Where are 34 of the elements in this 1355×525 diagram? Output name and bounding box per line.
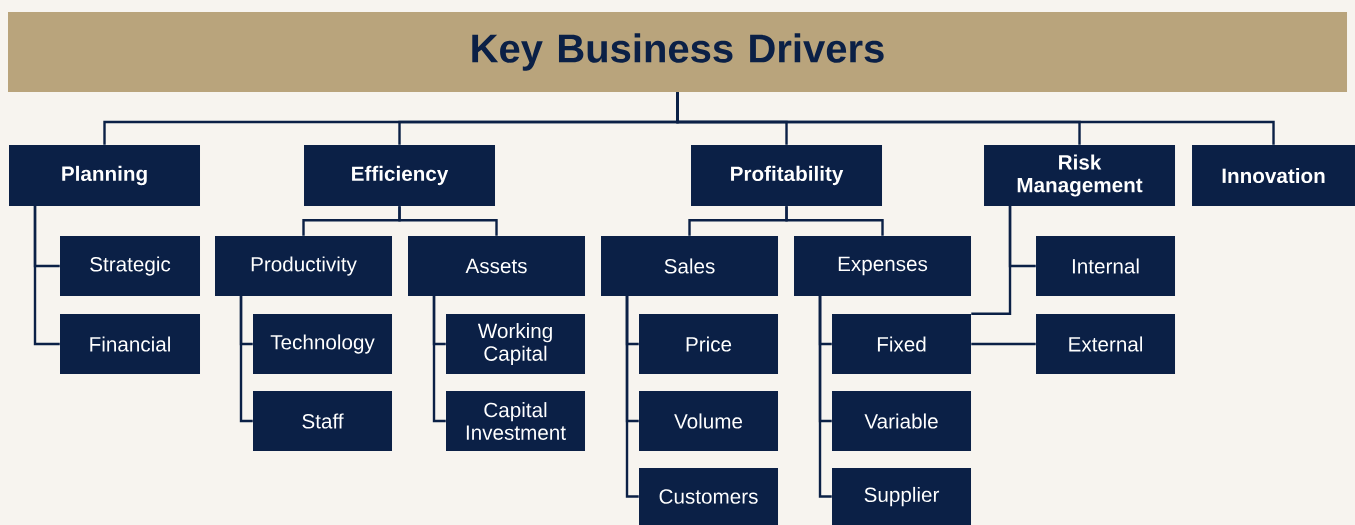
connector: [676, 92, 1275, 145]
title-banner: Key Business Drivers: [8, 12, 1347, 92]
connector: [432, 296, 446, 423]
driver-box: Productivity: [215, 236, 392, 296]
driver-box: Technology: [253, 314, 392, 374]
driver-box: Customers: [639, 468, 778, 525]
connector: [625, 296, 639, 498]
category-box: Planning: [9, 145, 200, 206]
driver-box: Internal: [1036, 236, 1175, 296]
connector: [971, 342, 1036, 346]
connector: [818, 296, 832, 498]
driver-box: Variable: [832, 391, 971, 451]
category-box: Innovation: [1192, 145, 1355, 206]
driver-box: Price: [639, 314, 778, 374]
connector: [33, 206, 60, 346]
connector: [398, 206, 498, 236]
driver-box: Supplier: [832, 468, 971, 525]
connector: [239, 296, 253, 423]
category-box: Efficiency: [304, 145, 495, 206]
driver-box: Capital Investment: [446, 391, 585, 451]
driver-box: Sales: [601, 236, 778, 296]
driver-box: Staff: [253, 391, 392, 451]
connector: [785, 206, 884, 236]
category-box: Profitability: [691, 145, 882, 206]
connector: [971, 206, 1012, 315]
driver-box: External: [1036, 314, 1175, 374]
driver-box: Fixed: [832, 314, 971, 374]
driver-box: Working Capital: [446, 314, 585, 374]
driver-box: Financial: [60, 314, 200, 374]
driver-box: Strategic: [60, 236, 200, 296]
driver-box: Volume: [639, 391, 778, 451]
category-box: Risk Management: [984, 145, 1175, 206]
driver-box: Expenses: [794, 236, 971, 296]
driver-box: Assets: [408, 236, 585, 296]
